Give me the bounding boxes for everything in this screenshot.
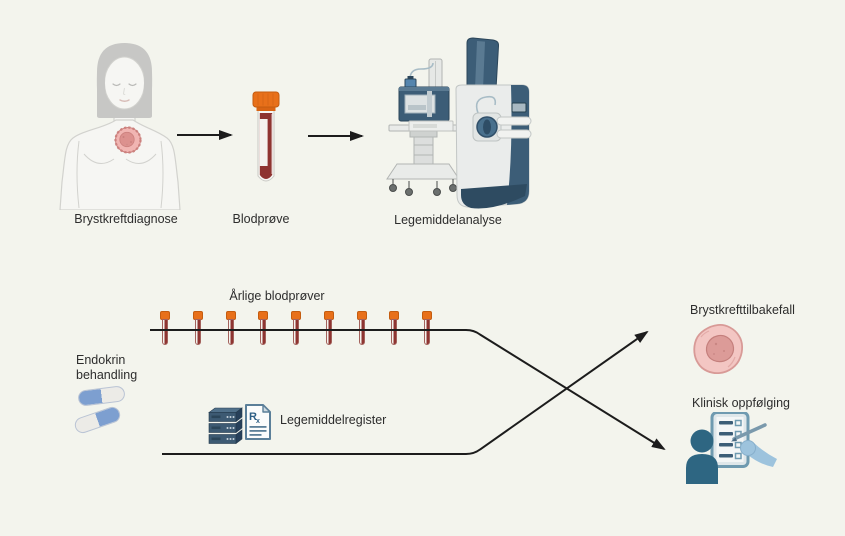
blood-sample-tube-icon bbox=[160, 311, 171, 348]
analysis-label: Legemiddelanalyse bbox=[394, 213, 502, 227]
blood-sample-tube-icon bbox=[323, 311, 334, 348]
blood-sample-label: Blodprøve bbox=[232, 212, 290, 226]
server-stack-icon bbox=[208, 407, 243, 445]
followup-outcome-label: Klinisk oppfølging bbox=[692, 396, 790, 410]
blood-sample-tube-icon bbox=[258, 311, 269, 348]
annual-blood-sample-tubes bbox=[160, 311, 435, 349]
svg-text:x: x bbox=[256, 418, 260, 425]
blood-sample-tube-icon bbox=[291, 311, 302, 348]
relapse-outcome-label: Brystkrefttilbakefall bbox=[690, 303, 795, 317]
rx-document-icon: R x bbox=[245, 404, 271, 440]
blood-sample-tube-icon bbox=[192, 311, 203, 348]
endocrine-treatment-label: Endokrin behandling bbox=[76, 353, 138, 382]
blood-sample-tube-icon bbox=[356, 311, 367, 348]
pills-icon bbox=[72, 382, 134, 442]
cancer-cell-icon bbox=[693, 323, 744, 375]
capsule-pill-icon bbox=[72, 404, 123, 436]
clinician-checklist-icon bbox=[686, 412, 777, 484]
patient-figure-icon bbox=[59, 43, 181, 210]
blood-tube-icon bbox=[252, 91, 280, 182]
blood-sample-tube-icon bbox=[422, 311, 433, 348]
mass-spectrometer-icon bbox=[386, 37, 532, 209]
drug-registry-label: Legemiddelregister bbox=[280, 413, 387, 427]
blood-sample-tube-icon bbox=[389, 311, 400, 348]
blood-sample-tube-icon bbox=[225, 311, 236, 348]
patient-label: Brystkreftdiagnose bbox=[74, 212, 178, 226]
tumor-icon bbox=[114, 126, 142, 154]
capsule-pill-icon bbox=[77, 385, 126, 407]
annual-samples-label: Årlige blodprøver bbox=[229, 289, 325, 303]
